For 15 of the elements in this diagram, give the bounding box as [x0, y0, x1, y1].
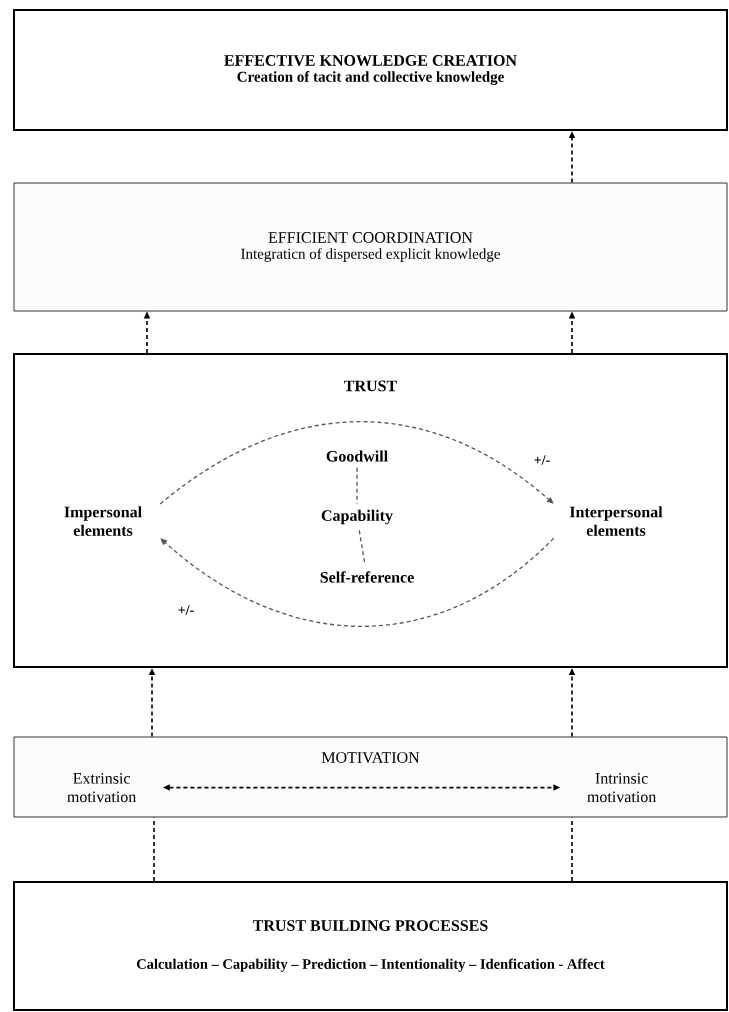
- coordination-box: EFFICIENT COORDINATION Integraticn of dispersed explicit knowledge: [13, 182, 728, 312]
- edge-label: +/-: [176, 604, 196, 616]
- motivation-text: Extrinsic motivation: [67, 773, 137, 803]
- trust-dimension-text: Self-reference: [320, 571, 414, 583]
- outcome-box: EFFECTIVE KNOWLEDGE CREATION Creation of tacit and collective knowledge: [13, 9, 728, 131]
- arrow: [159, 421, 554, 505]
- element-text: Interpersonal elements: [569, 506, 663, 536]
- arrow: [160, 537, 555, 627]
- process-box: TRUST BUILDING PROCESSES Calculation – Capability – Prediction – Intentionality – Idenfication - Affect: [13, 881, 728, 1011]
- element-text: Impersonal elements: [64, 506, 142, 536]
- trust-dimension-text: Goodwill: [326, 450, 388, 462]
- edge-label: +/-: [532, 454, 552, 466]
- connector-line: [356, 467, 358, 505]
- motivation-text: Intrinsic motivation: [587, 773, 657, 803]
- trust-dimension-text: Capability: [321, 509, 393, 525]
